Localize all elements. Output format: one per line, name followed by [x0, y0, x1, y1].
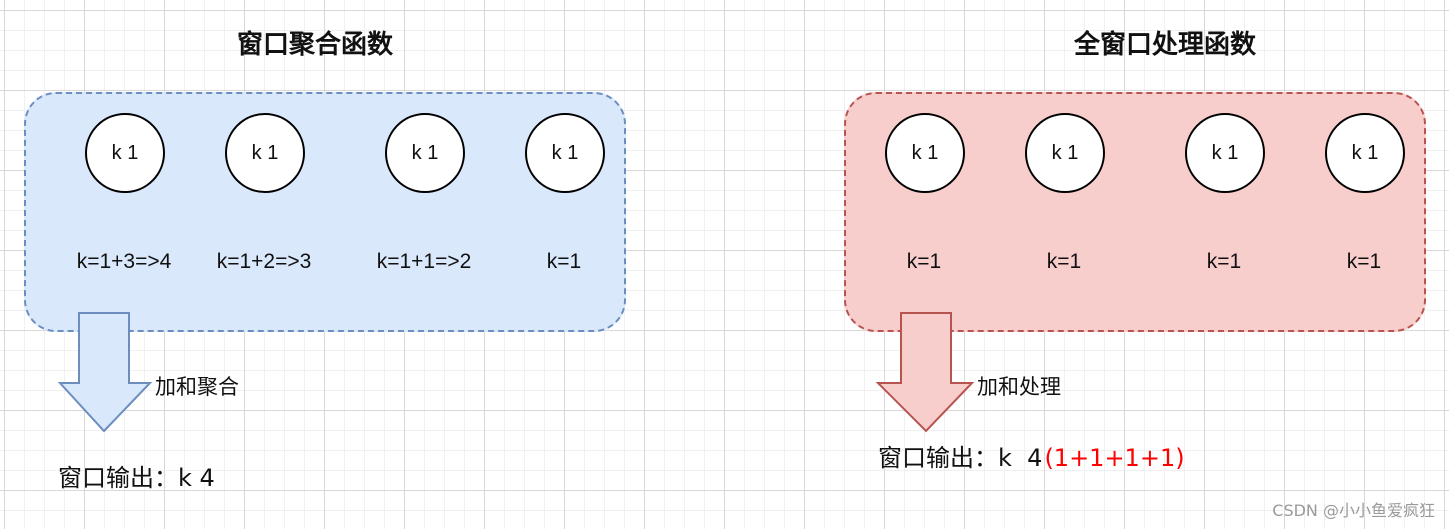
- left-node-2: k 1: [225, 113, 305, 193]
- right-down-arrow: [875, 312, 975, 433]
- left-node-4: k 1: [525, 113, 605, 193]
- right-formula-3: k=1: [1206, 250, 1242, 273]
- left-node-3: k 1: [385, 113, 465, 193]
- left-formula-3: k=1+1=>2: [376, 250, 472, 273]
- left-formula-1: k=1+3=>4: [76, 250, 172, 273]
- watermark: CSDN @小小鱼爱疯狂: [1272, 501, 1435, 520]
- right-formula-4: k=1: [1346, 250, 1382, 273]
- left-output: 窗口输出：k 4: [58, 458, 217, 493]
- right-output: 窗口输出：k 4(1+1+1+1): [878, 438, 1185, 473]
- right-node-3: k 1: [1185, 113, 1265, 193]
- right-node-2: k 1: [1025, 113, 1105, 193]
- left-down-arrow: [57, 312, 153, 433]
- right-node-4: k 1: [1325, 113, 1405, 193]
- right-arrow-label: 加和处理: [977, 375, 1061, 399]
- left-formula-4: k=1: [546, 250, 582, 273]
- left-arrow-label: 加和聚合: [155, 375, 239, 399]
- right-formula-1: k=1: [906, 250, 942, 273]
- right-output-detail: (1+1+1+1): [1044, 444, 1185, 472]
- right-output-text: 窗口输出：k 4: [878, 444, 1043, 472]
- left-output-text: 窗口输出：k 4: [58, 464, 215, 492]
- left-formula-2: k=1+2=>3: [216, 250, 312, 273]
- right-panel-title: 全窗口处理函数: [1073, 30, 1257, 60]
- right-node-1: k 1: [885, 113, 965, 193]
- right-formula-2: k=1: [1046, 250, 1082, 273]
- left-node-1: k 1: [85, 113, 165, 193]
- left-panel-title: 窗口聚合函数: [236, 30, 394, 60]
